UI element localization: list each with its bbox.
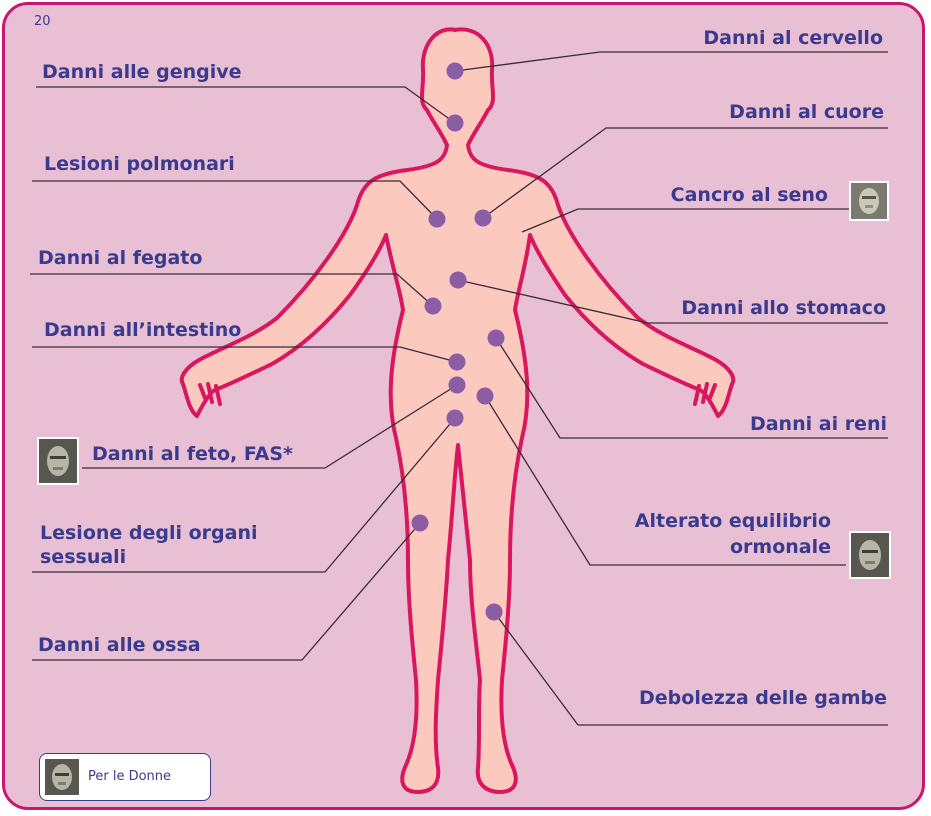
dot-hormones <box>477 388 494 405</box>
dot-stomach <box>450 272 467 289</box>
label-intestine: Danni all’intestino <box>44 319 241 342</box>
label-gums: Danni alle gengive <box>42 61 242 84</box>
label-lungs: Lesioni polmonari <box>44 153 235 176</box>
label-heart: Danni al cuore <box>729 101 884 124</box>
dot-lungs <box>429 211 446 228</box>
dot-legs <box>486 604 503 621</box>
label-liver: Danni al fegato <box>38 247 202 270</box>
leader-breast <box>522 209 888 232</box>
label-sex-organs-line2: sessuali <box>40 546 126 569</box>
page-number: 20 <box>34 14 51 29</box>
legend-label: Per le Donne <box>88 769 171 784</box>
dot-intestine <box>449 354 466 371</box>
label-stomach: Danni allo stomaco <box>681 297 886 320</box>
woman-face-icon <box>45 759 79 795</box>
dot-bones <box>412 515 429 532</box>
label-fetus: Danni al feto, FAS* <box>92 443 293 466</box>
label-hormones-line2: ormonale <box>730 536 831 559</box>
dot-heart <box>475 210 492 227</box>
dot-liver <box>425 298 442 315</box>
label-kidneys: Danni ai reni <box>750 413 887 436</box>
leader-liver <box>30 274 433 306</box>
label-brain: Danni al cervello <box>703 27 883 50</box>
woman-face-icon <box>37 437 79 485</box>
label-legs: Debolezza delle gambe <box>639 687 887 710</box>
dot-kidneys <box>488 330 505 347</box>
leader-brain <box>455 52 888 71</box>
dot-sex-organs <box>447 410 464 427</box>
label-hormones-line1: Alterato equilibrio <box>635 510 831 533</box>
dot-brain <box>447 63 464 80</box>
dot-gums <box>447 115 464 132</box>
leader-gums <box>36 87 455 123</box>
woman-face-icon <box>849 531 891 579</box>
woman-face-icon <box>849 181 889 221</box>
label-breast: Cancro al seno <box>671 184 828 207</box>
legend-box: Per le Donne <box>39 753 211 801</box>
label-sex-organs-line1: Lesione degli organi <box>40 522 258 545</box>
label-bones: Danni alle ossa <box>38 634 201 657</box>
dot-fetus <box>449 377 466 394</box>
